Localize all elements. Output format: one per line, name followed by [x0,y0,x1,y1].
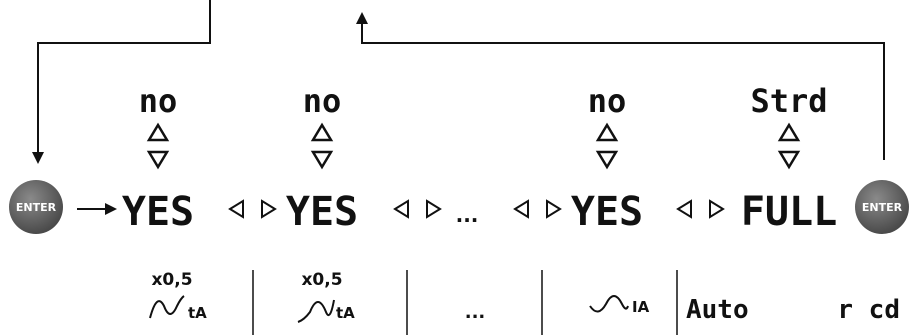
column-4-top: Strd [750,82,827,120]
down-triangle-icon [777,150,801,170]
column-3-bottom: YES [571,189,643,235]
column-3: no YES [571,82,643,235]
item-5-right: r cd [837,295,900,325]
column-1-bottom: YES [122,189,194,235]
column-3-top: no [588,82,627,120]
left-down-arrowhead [32,152,44,164]
column-2-bottom: YES [286,189,358,235]
right-up-arrowhead [356,12,368,24]
left-right-triangle-icon [513,199,562,219]
down-triangle-icon [146,150,170,170]
item-1-multiplier: x0,5 [151,270,192,290]
left-down-arrow [37,0,211,160]
up-triangle-icon [777,122,801,142]
item-5-left: Auto [686,295,749,325]
item-3-ellipsis: ... [465,302,486,323]
up-triangle-icon [310,122,334,142]
left-right-triangle-icon [228,199,277,219]
enter-button-left[interactable]: ENTER [9,180,63,234]
enter-right-label: ENTER [862,201,903,214]
enter-left-label: ENTER [16,201,57,214]
left-right-triangle-icon [393,199,442,219]
item-1-label: tA [188,304,207,322]
column-2-top: no [303,82,342,120]
right-up-arrow [361,15,885,160]
item-2-label: tA [336,304,355,322]
up-triangle-icon [595,122,619,142]
column-2: no YES [286,82,358,235]
left-right-triangle-icon [676,199,725,219]
entry-arrow [77,203,117,215]
column-1-top: no [139,82,178,120]
column-4: Strd FULL [741,82,837,235]
column-1: no YES [122,82,194,235]
item-2-multiplier: x0,5 [301,270,342,290]
sine-wave-icon [589,295,629,313]
column-4-bottom: FULL [741,189,837,235]
half-wave-negative-icon [149,295,185,319]
ellipsis: ... [456,203,479,227]
down-triangle-icon [595,150,619,170]
enter-button-right[interactable]: ENTER [855,180,909,234]
half-wave-positive-icon [297,299,335,323]
up-triangle-icon [146,122,170,142]
item-4-label: IA [632,298,650,316]
bottom-row: x0,5 tA x0,5 tA ... IA Auto r cd [149,270,900,335]
down-triangle-icon [310,150,334,170]
